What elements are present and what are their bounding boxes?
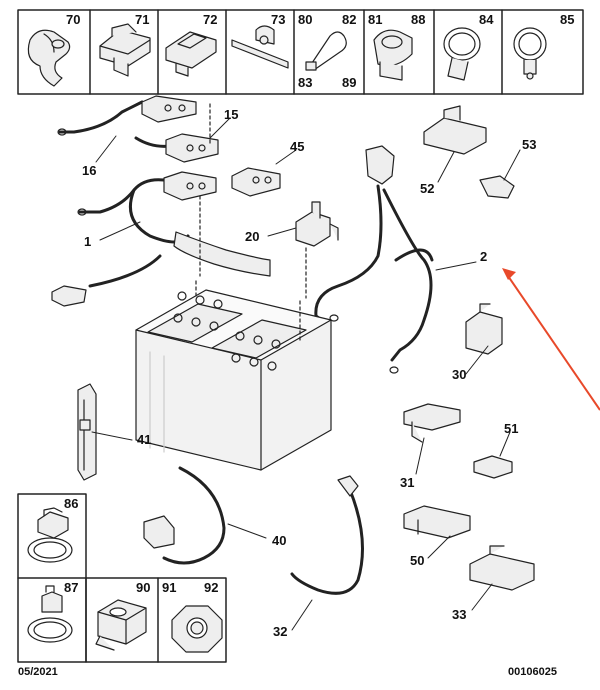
label-80: 80 [298,12,313,27]
battery [135,279,332,471]
label-89: 89 [342,75,357,90]
label-91: 91 [162,580,177,595]
callout-leaders [91,117,521,631]
bracket-31 [403,403,461,443]
bracket-30 [465,303,503,355]
callout-53: 53 [522,137,537,152]
label-88: 88 [411,12,426,27]
part-81-clip [373,29,413,81]
callout-30: 30 [452,367,467,382]
cable-1 [51,171,271,307]
callout-2: 2 [480,249,488,264]
bracket-33 [469,545,535,591]
label-72: 72 [203,12,218,27]
strap-40 [143,466,226,565]
callout-41: 41 [137,432,152,447]
label-83: 83 [298,75,313,90]
part-86-clip [27,507,73,563]
footer-date: 05/2021 [18,666,58,678]
label-84: 84 [479,12,494,27]
callout-31: 31 [400,475,415,490]
part-71-clip [99,23,151,77]
label-81: 81 [368,12,383,27]
label-92: 92 [204,580,219,595]
strap-32 [290,475,364,595]
callout-33: 33 [452,607,467,622]
callout-15: 15 [224,107,239,122]
part-70-clip [27,29,71,87]
label-70: 70 [66,12,81,27]
top-parts-grid [17,9,584,95]
clip-51 [473,455,513,479]
clip-53 [479,175,515,199]
callout-20: 20 [245,229,260,244]
label-71: 71 [135,12,150,27]
callout-1: 1 [84,234,92,249]
part-87-clip [27,585,73,643]
part-85-clip [513,27,547,80]
label-73: 73 [271,12,286,27]
callout-32: 32 [273,624,288,639]
terminal-15 [134,133,219,163]
part-90-nut [95,599,147,651]
callout-51: 51 [504,421,519,436]
part-72-clip [165,31,217,77]
callout-52: 52 [420,181,435,196]
cable-2 [314,145,434,374]
red-arrow [502,268,600,411]
label-85: 85 [560,12,575,27]
callout-45: 45 [290,139,305,154]
label-82: 82 [342,12,357,27]
label-87: 87 [64,580,79,595]
part-45 [231,167,281,197]
bottom-parts-grid [85,577,227,663]
callout-40: 40 [272,533,287,548]
footer-code: 00106025 [508,666,557,678]
label-90: 90 [136,580,151,595]
bracket-52 [423,105,487,155]
callout-16: 16 [82,163,97,178]
cable-16 [57,95,197,136]
part-91-nut [171,605,223,653]
bracket-41 [77,383,97,481]
label-86: 86 [64,496,79,511]
part-20 [295,201,339,247]
bracket-50 [403,505,471,539]
part-80-cable-tie [305,31,347,71]
callout-50: 50 [410,553,425,568]
part-84-clamp [443,27,481,81]
part-73-bracket [231,25,289,69]
